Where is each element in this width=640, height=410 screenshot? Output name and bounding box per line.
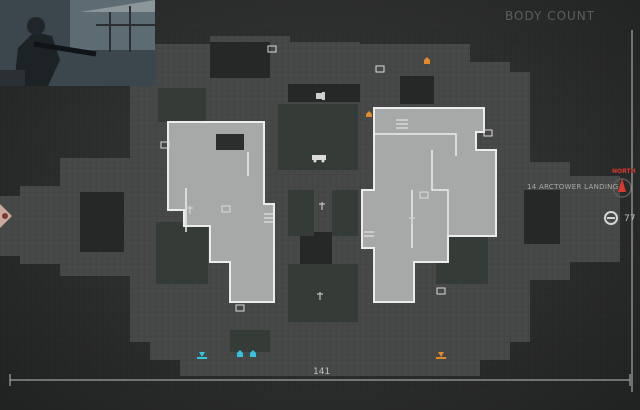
intel-icon[interactable] xyxy=(267,45,277,53)
intel-icon[interactable] xyxy=(221,205,231,213)
ammo-icon xyxy=(366,57,446,359)
spawn-icon xyxy=(197,350,256,359)
scale-bars xyxy=(9,30,633,392)
intel-icon[interactable] xyxy=(235,304,245,312)
intel-icon[interactable] xyxy=(419,191,429,199)
intel-icon[interactable] xyxy=(483,129,493,137)
skull-icon xyxy=(0,204,12,228)
route-label: 14 ARCTOWER LANDING xyxy=(527,183,619,191)
north-label: NORTH xyxy=(612,168,636,175)
compass-icon xyxy=(604,178,632,225)
building-west xyxy=(167,121,275,303)
soldier-thumbnail xyxy=(0,0,155,86)
map-title: BODY COUNT xyxy=(505,9,596,23)
horizontal-scale-label: 141 xyxy=(313,367,331,377)
intel-icon[interactable] xyxy=(160,141,170,149)
intel-icon[interactable] xyxy=(436,287,446,295)
turret-icon xyxy=(316,92,325,100)
antenna-icon xyxy=(187,202,415,300)
intel-icon[interactable] xyxy=(375,65,385,73)
vertical-scale-label: 77 xyxy=(624,214,636,224)
vehicle-icon xyxy=(312,155,326,163)
